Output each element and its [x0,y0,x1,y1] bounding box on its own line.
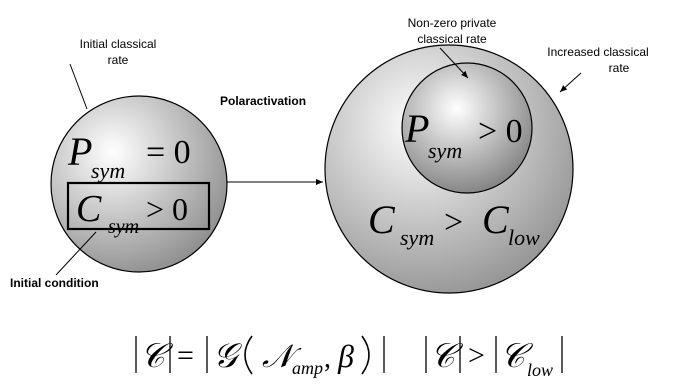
initial-rate-label-line2: rate [108,53,129,67]
initial-condition-pointer [55,231,97,276]
right-formula-rhs-sub: low [527,360,553,380]
right-p-sym-sub: sym [428,138,462,163]
left-formula-close-paren [361,335,370,375]
increased-rate-pointer [559,72,582,93]
left-formula-comma: , [324,343,331,374]
left-formula-eq: = [177,339,194,372]
increased-rate-label-line1: Increased classical [547,45,648,59]
right-c-low-base: C [482,197,510,242]
right-c-sym-relation: > [444,204,463,241]
left-c-sym-sub: sym [108,216,139,238]
initial-condition-box [66,181,211,231]
initial-condition-label: Initial condition [10,276,99,290]
left-formula-arg2: β [337,338,354,374]
polaractivation-label: Polaractivation [220,94,306,108]
left-p-sym-relation: = 0 [146,134,191,171]
right-c-sym-sub: sym [400,225,434,250]
left-c-sym-relation: > 0 [146,191,188,227]
private-rate-circle [401,62,533,194]
initial-rate-label-line1: Initial classical [80,37,157,51]
left-formula-func: 𝒢 [213,338,242,375]
left-p-sym-sub: sym [91,158,125,183]
initial-rate-pointer [69,63,88,110]
nonzero-private-pointer [439,47,469,79]
increased-rate-label-line2: rate [609,61,630,75]
left-formula-lhs: 𝒞 [140,338,174,375]
nonzero-private-label-line2: classical rate [417,32,487,46]
right-c-low-sub: low [508,225,540,250]
right-p-sym-relation: > 0 [478,113,523,150]
right-c-sym-base: C [368,197,396,242]
right-formula-lhs: 𝒞 [430,338,464,375]
right-formula-rel: > [468,339,485,372]
right-p-sym-base: P [404,106,429,151]
nonzero-private-label-line1: Non-zero private [408,16,497,30]
left-c-sym-base: C [76,188,102,230]
left-formula-open-paren [244,335,253,375]
left-p-sym-base: P [67,129,92,174]
left-formula-arg1-sub: amp [292,358,323,378]
